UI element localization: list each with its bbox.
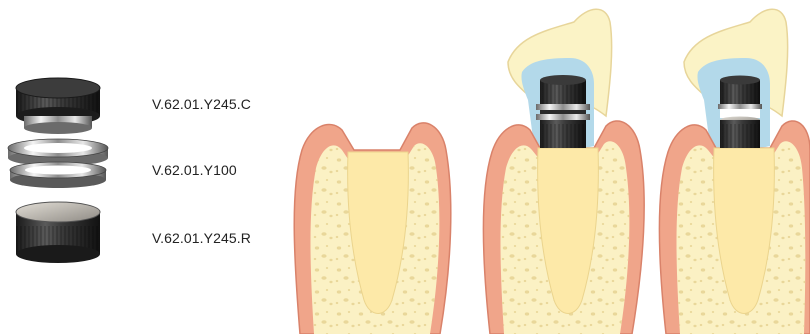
double-ring-icon (8, 139, 108, 188)
tooth-with-ring-attachment-icon (484, 9, 645, 334)
part-code-ring: V.62.01.Y100 (152, 162, 237, 178)
knurled-cap-icon (16, 78, 100, 134)
knurled-retainer-icon (16, 202, 100, 263)
part-code-retainer: V.62.01.Y245.R (152, 230, 251, 246)
part-code-cap: V.62.01.Y245.C (152, 96, 251, 112)
tooth-with-retainer-attachment-icon (660, 9, 810, 334)
tooth-root-cross-section-icon (294, 123, 451, 334)
